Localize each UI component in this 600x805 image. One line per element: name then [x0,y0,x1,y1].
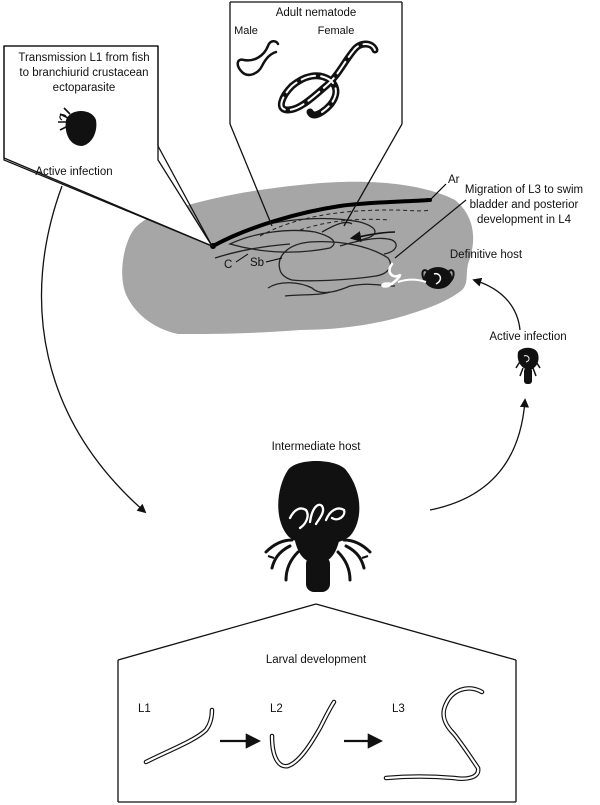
adult-nematode-label: Adult nematode [276,7,357,19]
l3-larva-inner [384,687,484,780]
dashed-path-secondary [299,218,391,231]
ar-leader [429,183,447,201]
transmission-label-line1: Transmission L1 from fish [18,52,149,64]
arrow-to-intermediate-host [40,185,147,514]
l3-larva [383,686,485,781]
branchiurid-callout-icon [58,107,97,146]
transmission-callout-frame [3,45,213,247]
adult-nematode-callout-frame [229,1,403,227]
l1-larva [143,707,215,765]
ar-label: Ar [448,174,460,186]
sb-label: Sb [250,257,264,269]
transmission-label-line3: ectoparasite [53,82,116,94]
l3-larva-in-fish [381,262,402,288]
male-label: Male [234,25,258,37]
larval-development-callout-frame [117,603,517,803]
male-worm-icon [236,40,280,77]
l2-label: L2 [270,703,283,715]
migration-leader [394,199,467,259]
migration-label-line1: Migration of L3 to swim [465,184,583,196]
migration-label-line3: development in L4 [477,214,572,226]
c-label: C [224,259,232,271]
active-infection-right-label: Active infection [489,331,566,343]
arrow-to-definitive-host [472,277,521,331]
migration-label-line2: bladder and posterior [470,199,579,211]
migration-dashed-path [259,209,431,237]
c-leader [235,253,249,263]
intermediate-host-label: Intermediate host [272,441,362,453]
active-infection-left-label: Active infection [35,166,112,178]
transmission-label-line2: to branchiurid crustacean [19,67,148,79]
female-label: Female [318,25,355,37]
l2-larva-inner [270,700,336,768]
arrow-from-intermediate-host [429,398,530,511]
internal-migration-arrow [349,231,396,243]
branchiurid-on-fish-icon [397,267,455,289]
larval-development-label: Larval development [266,654,367,666]
intermediate-host-crustacean-icon [264,461,372,592]
definitive-host-label: Definitive host [450,249,523,261]
l1-larva-inner [144,708,214,764]
female-worm-inner [280,43,376,113]
branchiurid-small-icon [515,347,541,384]
artery-nematode [211,198,432,248]
l3-label: L3 [392,703,405,715]
l1-label: L1 [138,703,151,715]
sb-leader [265,257,283,263]
